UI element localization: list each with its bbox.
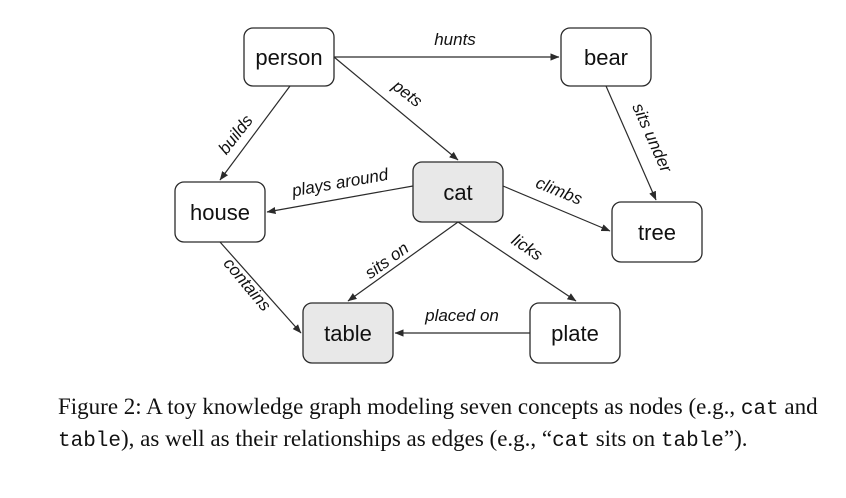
- node-label-plate: plate: [551, 321, 599, 346]
- node-person: person: [243, 27, 335, 87]
- edge-label-contains: contains: [220, 254, 276, 315]
- edge-arrow-climbs: [502, 185, 611, 232]
- node-label-tree: tree: [638, 220, 676, 245]
- edge-arrow-pets: [333, 56, 459, 161]
- node-table: table: [302, 302, 394, 364]
- caption-prefix: Figure 2: A toy knowledge graph modeling…: [58, 394, 741, 419]
- nodes-layer: person bear house cat tree table plate: [174, 27, 703, 364]
- node-label-table: table: [324, 321, 372, 346]
- edge-sits-on: sits on: [347, 221, 459, 302]
- node-box-person: [243, 27, 335, 87]
- edge-label-hunts: hunts: [434, 30, 476, 49]
- node-label-cat: cat: [443, 180, 472, 205]
- edge-sits-under: sits under: [605, 85, 676, 201]
- caption-suffix: ”).: [723, 426, 748, 451]
- edge-builds: builds: [215, 85, 291, 181]
- edge-plays-around: plays around: [266, 165, 414, 215]
- knowledge-graph-diagram: hunts pets builds sits under plays around cli…: [174, 27, 703, 364]
- node-box-cat: [412, 161, 504, 223]
- edge-label-climbs: climbs: [533, 173, 585, 209]
- edge-arrow-sits-on: [347, 221, 459, 302]
- node-plate: plate: [529, 302, 621, 364]
- node-label-person: person: [255, 45, 322, 70]
- edge-licks: licks: [457, 221, 577, 302]
- node-tree: tree: [611, 201, 703, 263]
- caption-sits-on: sits on: [589, 426, 661, 451]
- edge-arrow-licks: [457, 221, 577, 302]
- node-box-table: [302, 302, 394, 364]
- caption-code-cat-example: cat: [552, 430, 590, 453]
- node-bear: bear: [560, 27, 652, 87]
- edge-pets: pets: [333, 56, 459, 161]
- edge-contains: contains: [219, 241, 302, 334]
- node-box-plate: [529, 302, 621, 364]
- caption-middle: ), as well as their relationships as edg…: [121, 426, 553, 451]
- node-house: house: [174, 181, 266, 243]
- caption-and: and: [778, 394, 818, 419]
- edge-arrow-contains: [219, 241, 302, 334]
- edge-label-placed-on: placed on: [424, 306, 499, 325]
- figure-caption: Figure 2: A toy knowledge graph modeling…: [58, 392, 828, 456]
- node-cat: cat: [412, 161, 504, 223]
- edge-hunts: hunts: [334, 30, 560, 61]
- node-label-bear: bear: [584, 45, 628, 70]
- node-box-bear: [560, 27, 652, 87]
- edge-label-plays-around: plays around: [289, 165, 390, 201]
- edge-arrow-plays-around: [266, 185, 414, 215]
- edge-placed-on: placed on: [394, 306, 530, 337]
- node-box-house: [174, 181, 266, 243]
- node-box-tree: [611, 201, 703, 263]
- edge-arrow-builds: [219, 85, 291, 181]
- edge-label-builds: builds: [215, 111, 258, 158]
- edge-label-sits-under: sits under: [628, 100, 676, 176]
- edge-arrow-sits-under: [605, 85, 657, 201]
- caption-code-table: table: [58, 430, 122, 453]
- edge-climbs: climbs: [502, 173, 611, 232]
- caption-code-cat: cat: [740, 398, 779, 421]
- node-label-house: house: [190, 200, 250, 225]
- caption-code-table-example: table: [660, 430, 724, 453]
